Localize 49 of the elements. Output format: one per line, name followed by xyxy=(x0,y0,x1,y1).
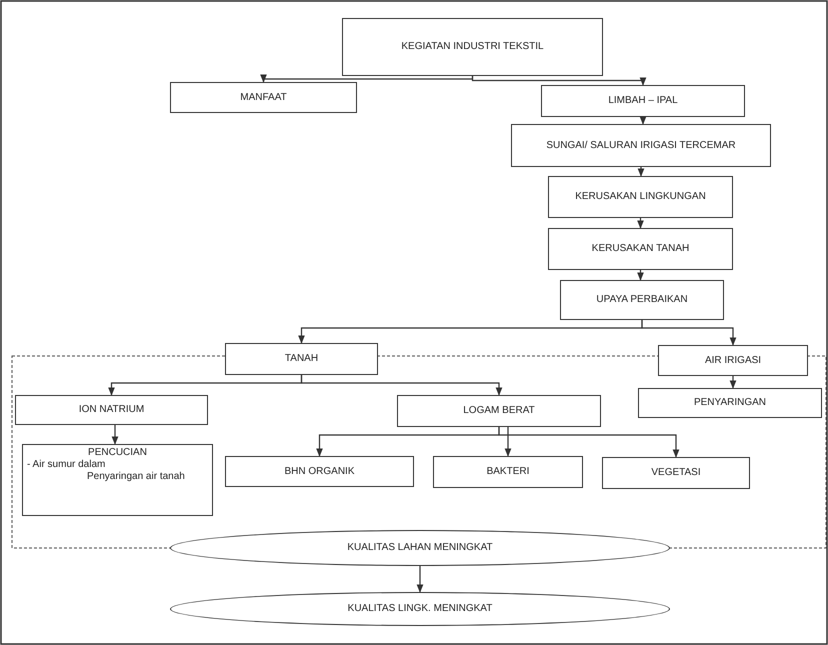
process-box xyxy=(638,388,822,418)
node-label: VEGETASI xyxy=(651,467,701,479)
process-box xyxy=(602,457,750,489)
arrow xyxy=(730,376,736,389)
arrow xyxy=(638,167,644,177)
process-box xyxy=(397,395,601,427)
process-box xyxy=(433,456,583,488)
arrow xyxy=(641,320,736,346)
process-box xyxy=(560,280,724,320)
node-label: PENYARINGAN xyxy=(694,397,766,409)
node-label: KEGIATAN INDUSTRI TEKSTIL xyxy=(401,41,544,53)
arrow xyxy=(498,427,680,458)
arrow xyxy=(472,76,646,86)
node-label: BAKTERI xyxy=(486,466,530,478)
node-label: BHN ORGANIK xyxy=(284,466,354,478)
process-box xyxy=(225,343,378,375)
process-box xyxy=(15,395,208,425)
node-label: SUNGAI/ SALURAN IRIGASI TERCEMAR xyxy=(546,140,736,152)
arrow xyxy=(637,218,644,229)
process-box xyxy=(225,456,414,487)
arrow xyxy=(637,270,644,281)
process-box xyxy=(170,82,357,113)
node-text: - Air sumur dalam xyxy=(27,459,106,471)
node-label: KERUSAKAN LINGKUNGAN xyxy=(575,191,706,203)
process-box xyxy=(342,18,603,76)
process-box xyxy=(541,85,745,117)
process-box xyxy=(658,345,808,376)
node-label: AIR IRIGASI xyxy=(704,354,762,366)
node-label: KERUSAKAN TANAH xyxy=(592,243,690,255)
process-box xyxy=(511,124,771,167)
node-label: KUALITAS LAHAN MENINGKAT xyxy=(347,542,493,554)
node-label: TANAH xyxy=(284,353,318,365)
node-label: ION NATRIUM xyxy=(78,404,144,416)
process-box xyxy=(22,444,213,516)
arrow xyxy=(640,116,646,125)
process-box xyxy=(548,176,733,218)
arrow xyxy=(504,427,512,457)
node-label: KUALITAS LINGK. MENINGKAT xyxy=(348,603,492,615)
node-label: PENCUCIAN xyxy=(88,447,147,459)
arrow xyxy=(260,74,474,83)
arrow xyxy=(416,566,424,593)
node-label: MANFAAT xyxy=(240,92,287,104)
arrow xyxy=(112,425,118,445)
node-label: LIMBAH – IPAL xyxy=(608,95,678,107)
node-label: LOGAM BERAT xyxy=(463,405,535,417)
node-text: Penyaringan air tanah xyxy=(86,471,185,483)
process-box xyxy=(548,228,733,270)
arrow xyxy=(300,375,502,396)
node-label: UPAYA PERBAIKAN xyxy=(596,294,688,306)
